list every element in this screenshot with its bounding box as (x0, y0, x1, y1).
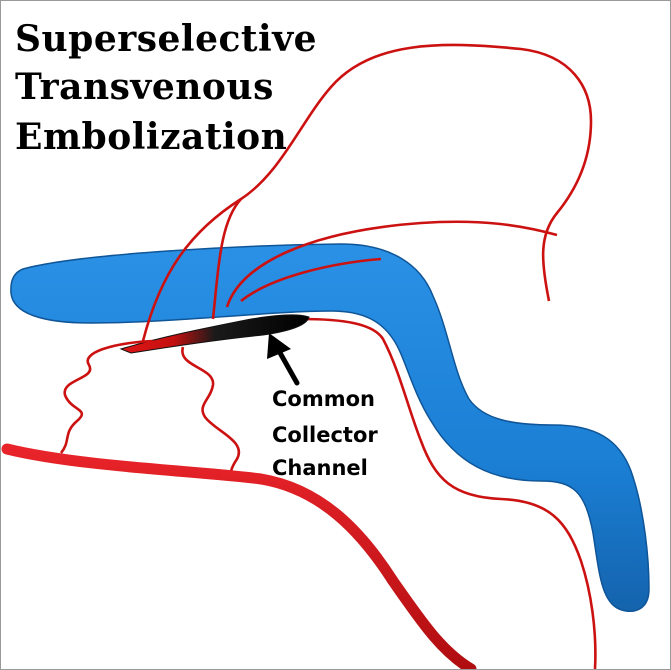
collector-label-line-2: Collector (272, 423, 378, 447)
left-tortuous-vessel (59, 339, 154, 454)
middle-tortuous-vessel (181, 346, 241, 481)
upper-branch-2 (225, 220, 558, 308)
arrow-head-icon (267, 333, 291, 359)
lower-collector-vessel (300, 317, 597, 669)
collector-label-line-3: Channel (272, 456, 368, 480)
upper-branch-3 (240, 257, 382, 303)
common-collector-channel-vessel (119, 314, 310, 354)
title-line-2: Transvenous (15, 66, 274, 108)
upper-branch-1 (211, 198, 242, 320)
title-line-1: Superselective (15, 18, 318, 60)
title-line-3: Embolization (15, 116, 288, 158)
main-artery (1, 443, 477, 669)
collector-label-line-1: Common (272, 387, 375, 411)
upper-loop-vessel (141, 43, 593, 342)
pointer-arrow-icon (276, 348, 300, 386)
blue-venous-canal (10, 243, 650, 612)
